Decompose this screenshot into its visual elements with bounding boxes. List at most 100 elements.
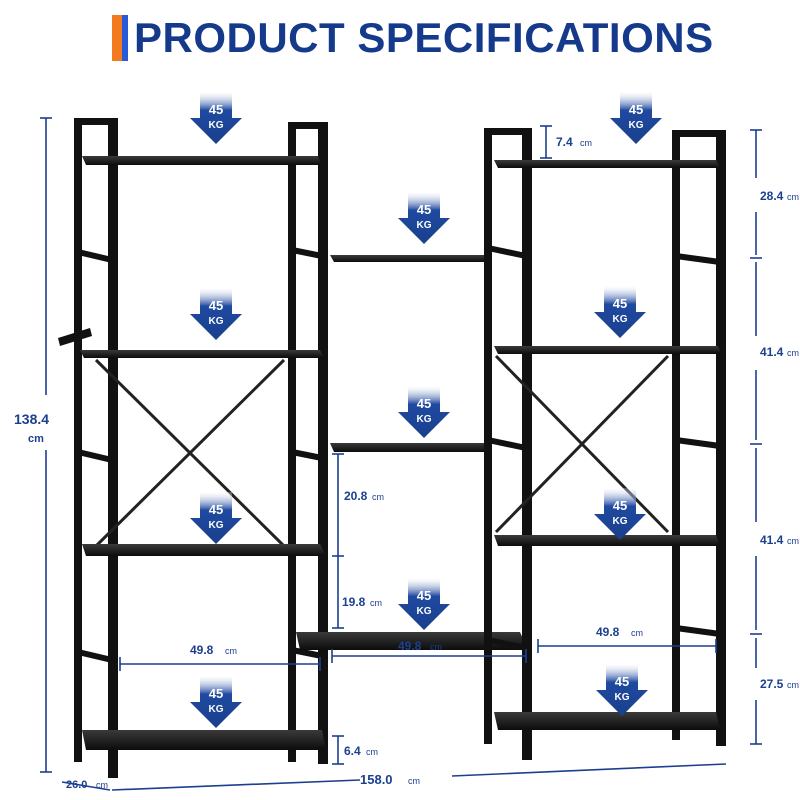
left-unit-post-front-left xyxy=(108,118,118,778)
middle-unit-shelf-3 xyxy=(296,632,528,650)
right-gap-4-value: 27.5 xyxy=(760,677,784,691)
right-gap-2-unit: cm xyxy=(787,348,799,358)
page-title: PRODUCT SPECIFICATIONS xyxy=(134,14,714,61)
bottom-clearance-unit: cm xyxy=(366,747,378,757)
left-shelf-width-value: 49.8 xyxy=(190,643,214,657)
load-badge: 45 KG xyxy=(398,192,450,244)
middle-gap-lower-value: 19.8 xyxy=(342,595,366,609)
overall-width-value: 158.0 xyxy=(360,772,393,787)
left-unit-top-bar-left xyxy=(74,118,118,125)
left-shelf-unit xyxy=(58,118,328,778)
middle-unit-shelf-2 xyxy=(330,443,492,452)
svg-text:KG: KG xyxy=(417,220,432,231)
middle-unit-shelf-1 xyxy=(330,255,492,262)
bottom-clearance-value: 6.4 xyxy=(344,744,361,758)
svg-text:KG: KG xyxy=(613,516,628,527)
left-unit-post-front-right xyxy=(318,122,328,764)
svg-text:KG: KG xyxy=(209,120,224,131)
right-unit-cross-brace xyxy=(494,354,670,534)
load-badges: 45 KG 45 KG 45 KG 45 KG 45 KG xyxy=(190,92,662,728)
svg-text:KG: KG xyxy=(209,704,224,715)
left-unit-shelf-2 xyxy=(80,350,324,358)
right-unit-shelf-3 xyxy=(494,535,720,546)
svg-text:45: 45 xyxy=(417,202,431,217)
top-clearance-unit: cm xyxy=(580,138,592,148)
svg-text:45: 45 xyxy=(209,686,223,701)
svg-text:45: 45 xyxy=(417,396,431,411)
svg-text:KG: KG xyxy=(209,316,224,327)
right-gap-3-value: 41.4 xyxy=(760,533,784,547)
right-shelf-unit xyxy=(484,128,726,760)
depth-unit: cm xyxy=(96,780,108,790)
left-unit-side-rungs xyxy=(77,247,323,663)
svg-text:KG: KG xyxy=(615,692,630,703)
load-badge: 45 KG xyxy=(594,286,646,338)
right-unit-post-back-left xyxy=(484,130,492,744)
middle-shelf-unit xyxy=(296,255,528,650)
left-unit-shelf-4 xyxy=(82,730,326,750)
middle-gap-lower-unit: cm xyxy=(370,598,382,608)
middle-shelf-width-unit: cm xyxy=(430,642,442,652)
right-unit-post-front-right xyxy=(716,130,726,746)
load-badge: 45 KG xyxy=(596,664,648,716)
load-badge: 45 KG xyxy=(190,288,242,340)
svg-text:45: 45 xyxy=(209,502,223,517)
load-badge: 45 KG xyxy=(610,92,662,144)
load-badge: 45 KG xyxy=(190,92,242,144)
dimension-labels: 138.4 cm 158.0 cm 26.0 cm 7.4 cm 28.4 cm… xyxy=(14,135,799,791)
right-unit-shelf-4 xyxy=(494,712,720,730)
load-badge: 45 KG xyxy=(398,578,450,630)
load-badge: 45 KG xyxy=(398,386,450,438)
svg-text:45: 45 xyxy=(615,674,629,689)
svg-text:KG: KG xyxy=(629,120,644,131)
right-unit-shelf-1 xyxy=(494,160,720,168)
right-unit-side-rungs xyxy=(487,245,721,651)
left-unit-shelf-1 xyxy=(82,156,322,165)
svg-text:KG: KG xyxy=(417,606,432,617)
svg-text:KG: KG xyxy=(417,414,432,425)
overall-height-unit: cm xyxy=(28,433,44,445)
right-unit-shelf-2 xyxy=(494,346,722,354)
title-bar: PRODUCT SPECIFICATIONS xyxy=(112,12,714,64)
svg-text:45: 45 xyxy=(629,102,643,117)
left-unit-shelf-3 xyxy=(82,544,326,556)
svg-text:KG: KG xyxy=(613,314,628,325)
overall-width-unit: cm xyxy=(408,776,420,786)
right-gap-1-value: 28.4 xyxy=(760,189,784,203)
title-accent-bar xyxy=(112,15,128,61)
left-unit-top-bar-right xyxy=(288,122,328,129)
right-unit-top-bar-right xyxy=(672,130,726,137)
left-shelf-width-unit: cm xyxy=(225,646,237,656)
overall-height-value: 138.4 xyxy=(14,411,49,427)
right-gap-2-value: 41.4 xyxy=(760,345,784,359)
depth-value: 26.0 xyxy=(66,779,87,791)
right-unit-post-back-right xyxy=(672,134,680,740)
right-unit-post-front-left xyxy=(522,128,532,760)
load-badge: 45 KG xyxy=(190,492,242,544)
svg-text:45: 45 xyxy=(613,296,627,311)
top-clearance-value: 7.4 xyxy=(556,135,573,149)
right-gap-3-unit: cm xyxy=(787,536,799,546)
wall-anchor-strap xyxy=(58,328,92,346)
svg-text:45: 45 xyxy=(417,588,431,603)
middle-gap-upper-value: 20.8 xyxy=(344,489,368,503)
dimension-lines xyxy=(40,117,762,791)
middle-gap-upper-unit: cm xyxy=(372,492,384,502)
right-gap-1-unit: cm xyxy=(787,192,799,202)
svg-text:45: 45 xyxy=(209,298,223,313)
left-unit-post-back-left xyxy=(74,122,82,762)
right-gap-4-unit: cm xyxy=(787,680,799,690)
load-badge: 45 KG xyxy=(594,488,646,540)
svg-text:KG: KG xyxy=(209,520,224,531)
left-unit-cross-brace xyxy=(94,358,286,548)
right-shelf-width-value: 49.8 xyxy=(596,625,620,639)
right-unit-top-bar-left xyxy=(484,128,532,135)
svg-text:45: 45 xyxy=(613,498,627,513)
left-unit-post-back-right xyxy=(288,126,296,762)
svg-text:45: 45 xyxy=(209,102,223,117)
right-shelf-width-unit: cm xyxy=(631,628,643,638)
load-badge: 45 KG xyxy=(190,676,242,728)
middle-shelf-width-value: 49.8 xyxy=(398,639,422,653)
